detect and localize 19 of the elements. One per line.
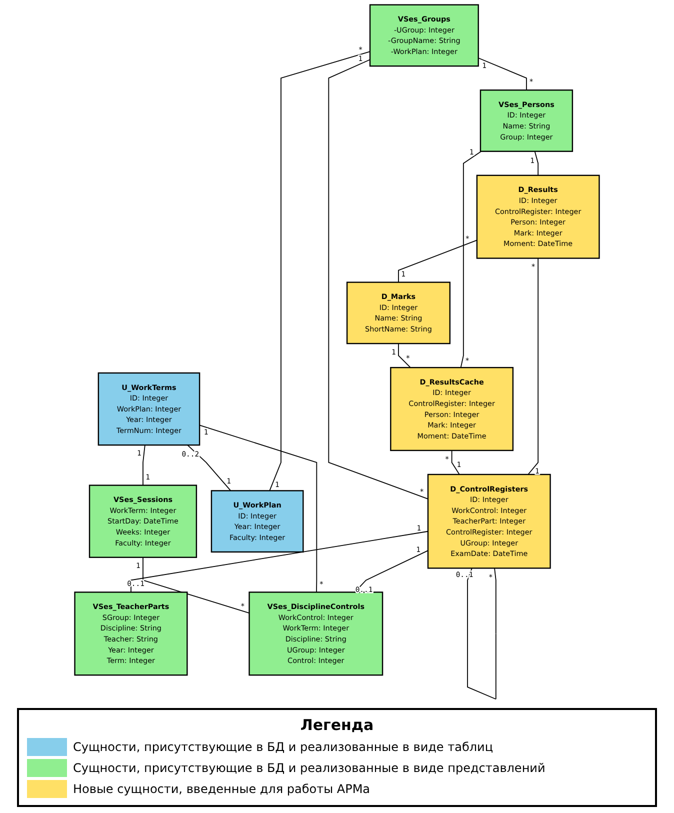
connector [460,150,482,368]
legend-title: Легенда [299,716,375,734]
legend-text: Сущности, присутствующие в БД и реализованные в виде представлений [73,761,546,775]
connector [528,258,539,475]
connector [328,59,428,500]
connector [467,568,496,700]
connector [142,556,250,614]
connector [534,150,539,176]
connector [451,450,460,475]
legend-text: Сущности, присутствующие в БД и реализованные в виде таблиц [73,740,493,754]
connector [398,343,411,368]
connector [130,530,428,593]
connector [398,240,478,283]
connector [142,444,146,486]
connector [269,51,370,492]
connector [478,58,527,91]
connector [187,444,232,492]
legend-text: Новые сущности, введенные для работы АРМа [73,782,370,796]
connector [199,424,318,593]
